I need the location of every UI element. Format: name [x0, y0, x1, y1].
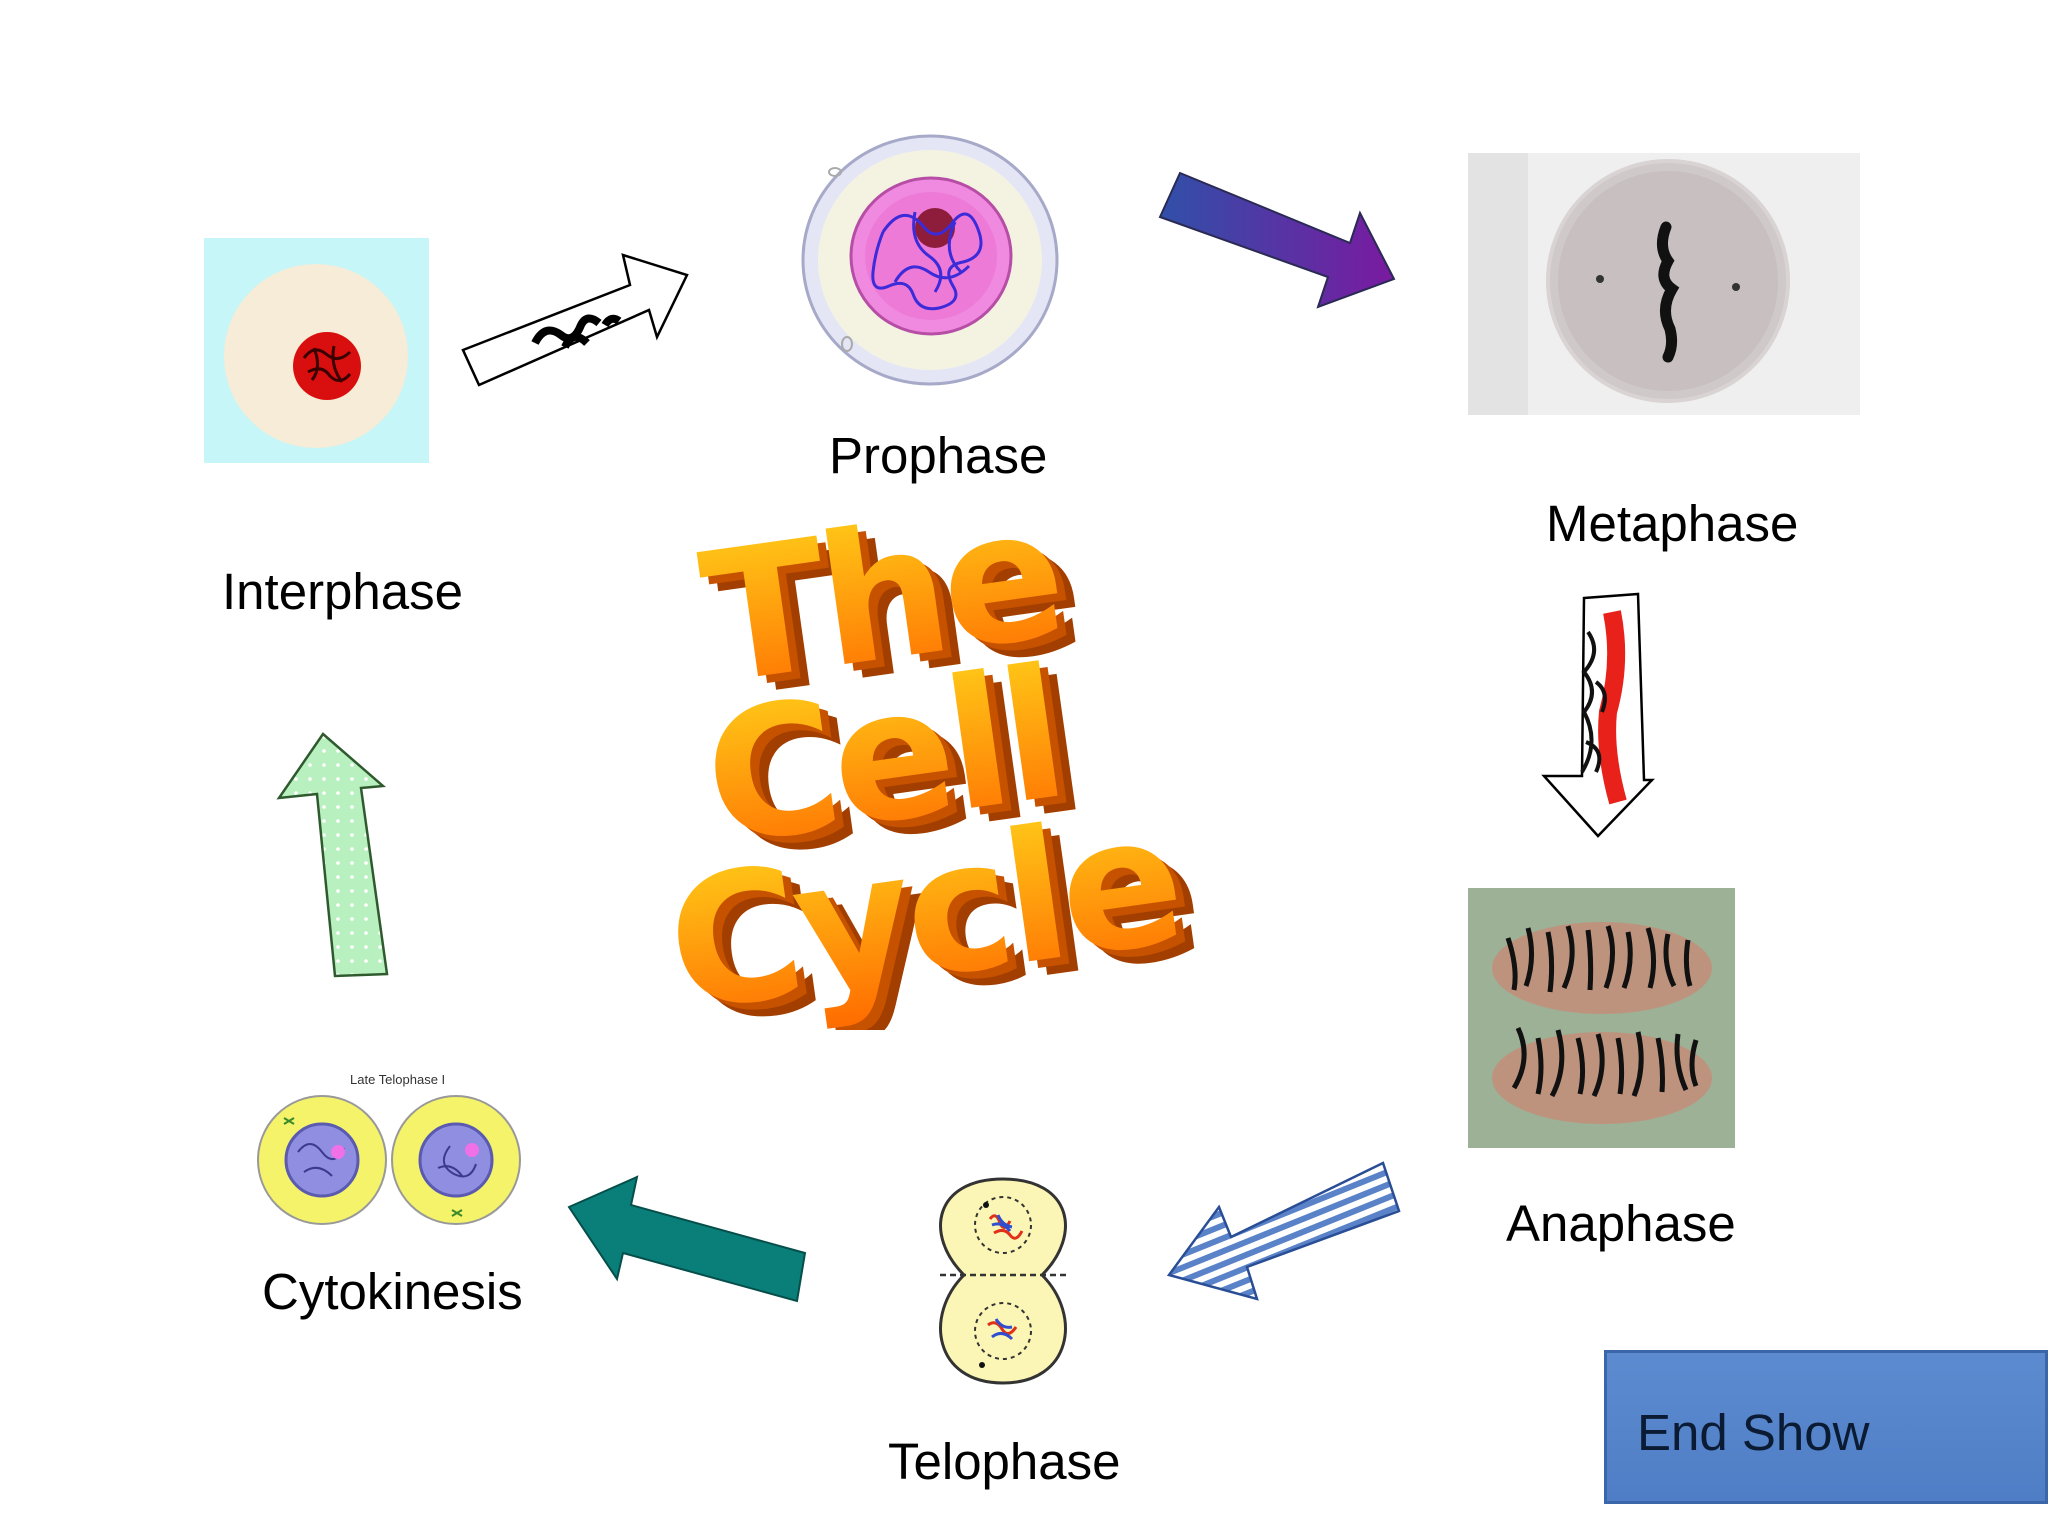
cytokinesis-caption: Late Telophase I	[350, 1072, 446, 1087]
telophase-label: Telophase	[888, 1433, 1121, 1490]
anaphase-image	[1468, 888, 1735, 1148]
prophase-label: Prophase	[829, 427, 1048, 484]
interphase-image	[204, 238, 429, 463]
arrow-metaphase-to-anaphase	[1541, 592, 1655, 838]
end-show-button[interactable]: End Show	[1604, 1350, 2048, 1504]
end-show-label: End Show	[1637, 1404, 1870, 1461]
interphase-label: Interphase	[222, 563, 464, 620]
title-line-1-mid: The	[700, 475, 1081, 731]
arrow-telophase-to-cytokinesis	[567, 1175, 807, 1303]
title-line-2: Cell	[693, 630, 1072, 886]
title-line-1: The	[691, 470, 1072, 725]
prophase-image	[795, 132, 1065, 387]
title-line-2-shadow: Cell	[711, 644, 1090, 900]
title-the-cell-cycle: The Cell Cycle The Cell Cycle The Cell C…	[656, 470, 1208, 1030]
title-line-2-mid: Cell	[702, 637, 1081, 893]
arrow-prophase-to-metaphase	[1158, 171, 1396, 309]
arrow-interphase-to-prophase	[461, 253, 689, 387]
metaphase-image	[1468, 153, 1860, 415]
title-line-1-shadow: The	[709, 482, 1090, 738]
cytokinesis-label: Cytokinesis	[262, 1263, 523, 1320]
cytokinesis-image: Late Telophase I	[254, 1068, 524, 1228]
arrow-cytokinesis-to-interphase	[276, 732, 389, 978]
anaphase-label: Anaphase	[1506, 1195, 1736, 1252]
metaphase-label: Metaphase	[1546, 495, 1799, 552]
telophase-image	[922, 1175, 1084, 1387]
arrow-anaphase-to-telophase	[1166, 1161, 1401, 1301]
